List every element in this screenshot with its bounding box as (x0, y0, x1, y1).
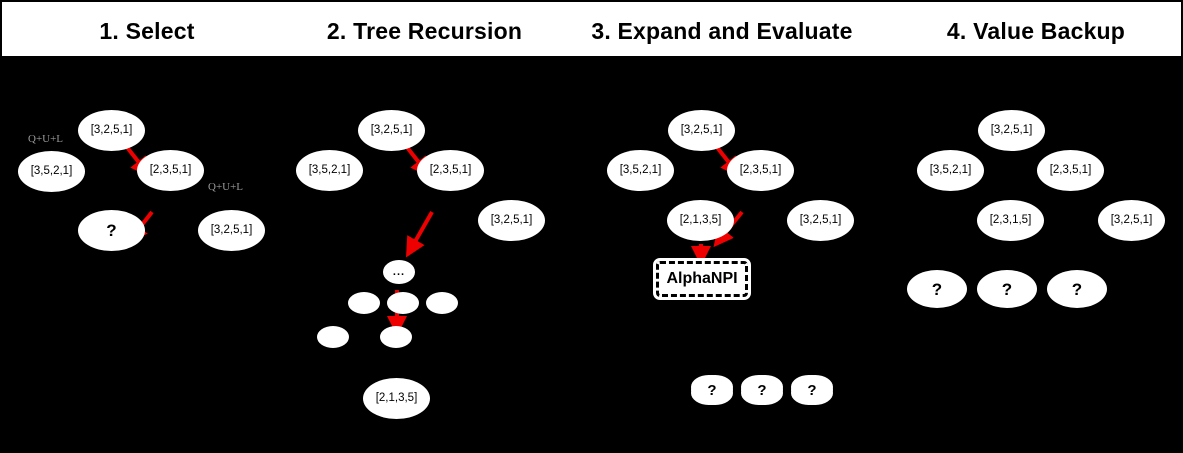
label-qul-left: Q+U+L (28, 133, 64, 145)
alphanpi-box[interactable]: AlphaNPI (653, 258, 751, 300)
node-p1-left[interactable]: [3,5,2,1] (18, 151, 85, 192)
node-p2-dots[interactable]: ... (383, 260, 415, 284)
panel-title-select: 1. Select (99, 17, 195, 44)
panel-title-tree-recursion: 2. Tree Recursion (326, 17, 523, 44)
panel-title-expand-and-evaluate: 3. Expand and Evaluate (591, 17, 853, 44)
node-p4-root[interactable]: [3,2,5,1] (978, 110, 1045, 151)
panel-select: [3,2,5,1] [3,5,2,1] [2,3,5,1] [3,2,5,1] … (0, 58, 290, 453)
node-p4-query-3[interactable]: ? (1047, 270, 1107, 308)
node-p4-query-2[interactable]: ? (977, 270, 1037, 308)
node-p3-root[interactable]: [3,2,5,1] (668, 110, 735, 151)
cloud-node-2[interactable]: ? (743, 377, 781, 403)
node-p2-mid[interactable]: [2,3,5,1] (417, 150, 484, 191)
node-p4-leaf[interactable]: [2,3,1,5] (977, 200, 1044, 241)
node-p4-query-1[interactable]: ? (907, 270, 967, 308)
node-p4-left[interactable]: [3,5,2,1] (917, 150, 984, 191)
node-p2-leaf[interactable]: [2,1,3,5] (363, 378, 430, 419)
node-p2-empty-5[interactable] (380, 326, 412, 348)
panel-tree-recursion: [3,2,5,1] [3,5,2,1] [2,3,5,1] ... [3,2,5… (290, 58, 555, 453)
node-p3-leaf[interactable]: [2,1,3,5] (667, 200, 734, 241)
node-p4-mid[interactable]: [2,3,5,1] (1037, 150, 1104, 191)
panel-value-backup: [3,2,5,1] [3,5,2,1] [2,3,5,1] [2,3,1,5] … (885, 58, 1183, 453)
node-p2-empty-3[interactable] (426, 292, 458, 314)
panel-expand-and-evaluate: [3,2,5,1] [3,5,2,1] [2,3,5,1] [2,1,3,5] … (555, 58, 885, 453)
node-p2-empty-2[interactable] (387, 292, 419, 314)
node-p2-root[interactable]: [3,2,5,1] (358, 110, 425, 151)
node-p2-left[interactable]: [3,5,2,1] (296, 150, 363, 191)
label-qul-right: Q+U+L (208, 181, 244, 193)
node-p3-left[interactable]: [3,5,2,1] (607, 150, 674, 191)
node-p3-mid[interactable]: [2,3,5,1] (727, 150, 794, 191)
node-p1-query[interactable]: ? (78, 210, 145, 251)
node-p1-right[interactable]: [3,2,5,1] (198, 210, 265, 251)
node-p2-empty-1[interactable] (348, 292, 380, 314)
header-band: 1. Select 2. Tree Recursion 3. Expand an… (0, 0, 1183, 58)
node-p1-root[interactable]: [3,2,5,1] (78, 110, 145, 151)
panel-title-value-backup: 4. Value Backup (946, 17, 1126, 44)
node-p2-right[interactable]: [3,2,5,1] (478, 200, 545, 241)
diagram-canvas: [3,2,5,1] [3,5,2,1] [2,3,5,1] [3,2,5,1] … (0, 58, 1183, 453)
node-p2-empty-4[interactable] (317, 326, 349, 348)
node-p4-right[interactable]: [3,2,5,1] (1098, 200, 1165, 241)
cloud-node-1[interactable]: ? (693, 377, 731, 403)
node-p3-right[interactable]: [3,2,5,1] (787, 200, 854, 241)
node-p1-mid[interactable]: [2,3,5,1] (137, 150, 204, 191)
cloud-node-3[interactable]: ? (793, 377, 831, 403)
